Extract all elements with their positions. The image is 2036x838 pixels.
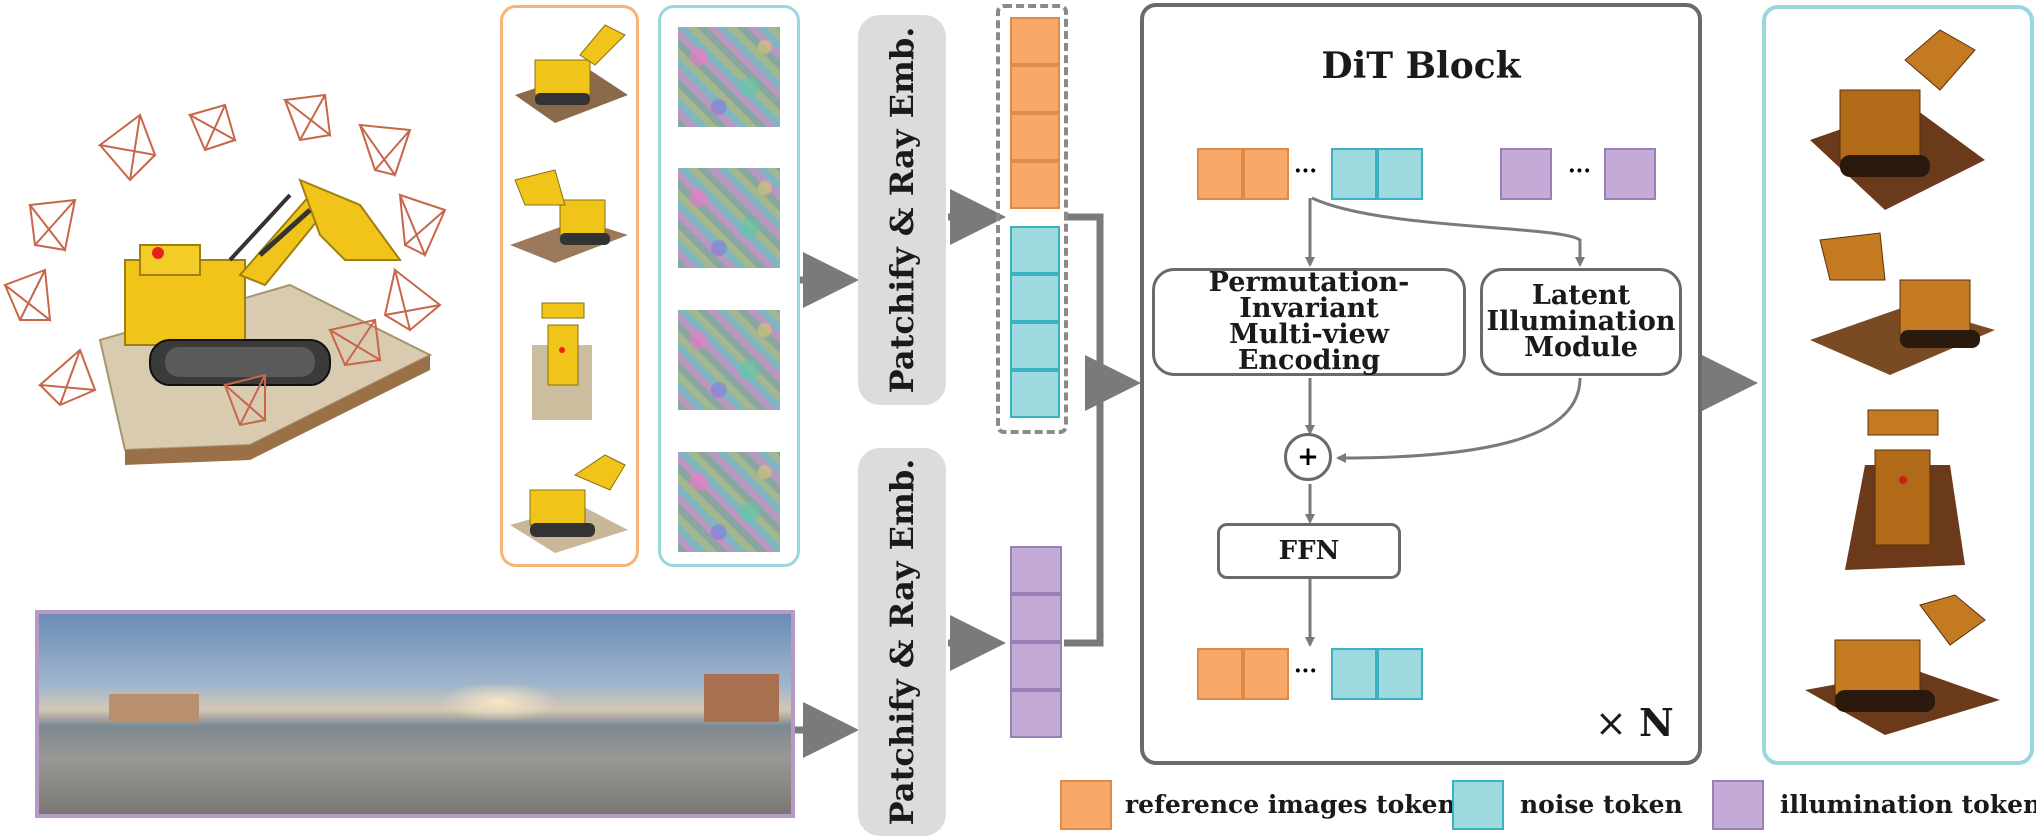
reference-images-panel <box>500 5 639 567</box>
patchify-ray-emb-bottom: Patchify & Ray Emb. <box>858 448 946 836</box>
latent-illumination-module: Latent Illumination Module <box>1480 268 1682 376</box>
reference-image-3 <box>532 302 592 420</box>
reference-image-2 <box>510 169 628 263</box>
illumination-token <box>1010 642 1062 690</box>
reference-image-4 <box>510 454 628 553</box>
dit-output-noise-token <box>1377 648 1423 700</box>
output-image-4 <box>1805 594 2000 735</box>
output-image-1 <box>1810 29 1985 210</box>
dit-input-ellipsis: ··· <box>1294 158 1317 184</box>
reference-image-1 <box>515 24 628 123</box>
patchify-label-top: Patchify & Ray Emb. <box>883 26 921 394</box>
dit-input-reference-token <box>1243 148 1289 200</box>
noise-image-2 <box>678 168 780 268</box>
scene-illustration <box>2 93 447 465</box>
sun-glow <box>439 682 559 722</box>
output-image-2 <box>1810 232 1995 375</box>
noise-image-3 <box>678 310 780 410</box>
reference-token <box>1010 65 1060 113</box>
repeat-n-label: × N <box>1595 700 1674 745</box>
output-images-panel <box>1762 5 2034 765</box>
environment-map <box>35 610 795 818</box>
dit-output-reference-token <box>1197 648 1243 700</box>
illumination-token <box>1010 690 1062 738</box>
merge-line-top <box>1064 213 1104 383</box>
building-right <box>704 674 779 722</box>
noise-images-panel <box>658 5 800 567</box>
legend-noise-swatch <box>1452 780 1504 830</box>
dit-output-noise-token <box>1331 648 1377 700</box>
dit-input-reference-token <box>1197 148 1243 200</box>
loader-bucket <box>298 178 402 261</box>
dit-input-noise-token <box>1331 148 1377 200</box>
dit-input-illumination-token <box>1500 148 1552 200</box>
dit-block <box>1140 3 1702 765</box>
illumination-token <box>1010 594 1062 642</box>
patchify-ray-emb-top: Patchify & Ray Emb. <box>858 15 946 405</box>
reference-token <box>1010 161 1060 209</box>
legend-reference-swatch <box>1060 780 1112 830</box>
ffn-box: FFN <box>1217 523 1401 579</box>
noise-token <box>1010 370 1060 418</box>
merge-line-bottom <box>1064 383 1104 647</box>
dit-output-reference-token <box>1243 648 1289 700</box>
permutation-invariant-encoding: Permutation- Invariant Multi-view Encodi… <box>1152 268 1466 376</box>
dit-input-illumination-token <box>1604 148 1656 200</box>
dit-output-ellipsis: ··· <box>1294 658 1317 684</box>
legend-reference-label: reference images token <box>1125 790 1456 819</box>
add-node: + <box>1284 433 1332 481</box>
noise-token <box>1010 226 1060 274</box>
dit-input-noise-token <box>1377 148 1423 200</box>
noise-image-4 <box>678 452 780 552</box>
output-image-3 <box>1845 409 1965 570</box>
noise-image-1 <box>678 27 780 127</box>
reference-token <box>1010 17 1060 65</box>
legend-noise-label: noise token <box>1520 790 1683 819</box>
building-left <box>109 694 199 722</box>
dit-block-title: DiT Block <box>1321 45 1521 87</box>
token-stack-dashed <box>996 4 1068 434</box>
noise-token <box>1010 322 1060 370</box>
patchify-label-bottom: Patchify & Ray Emb. <box>883 458 921 826</box>
dit-illum-ellipsis: ··· <box>1568 158 1591 184</box>
noise-token <box>1010 274 1060 322</box>
plus-sign: + <box>1297 442 1319 472</box>
illumination-token <box>1010 546 1062 594</box>
legend-illumination-swatch <box>1712 780 1764 830</box>
n-symbol: N <box>1638 700 1674 745</box>
camera-frustums <box>2 93 447 427</box>
legend-illumination-label: illumination token <box>1780 790 2036 819</box>
reference-token <box>1010 113 1060 161</box>
times-symbol: × <box>1595 701 1627 745</box>
